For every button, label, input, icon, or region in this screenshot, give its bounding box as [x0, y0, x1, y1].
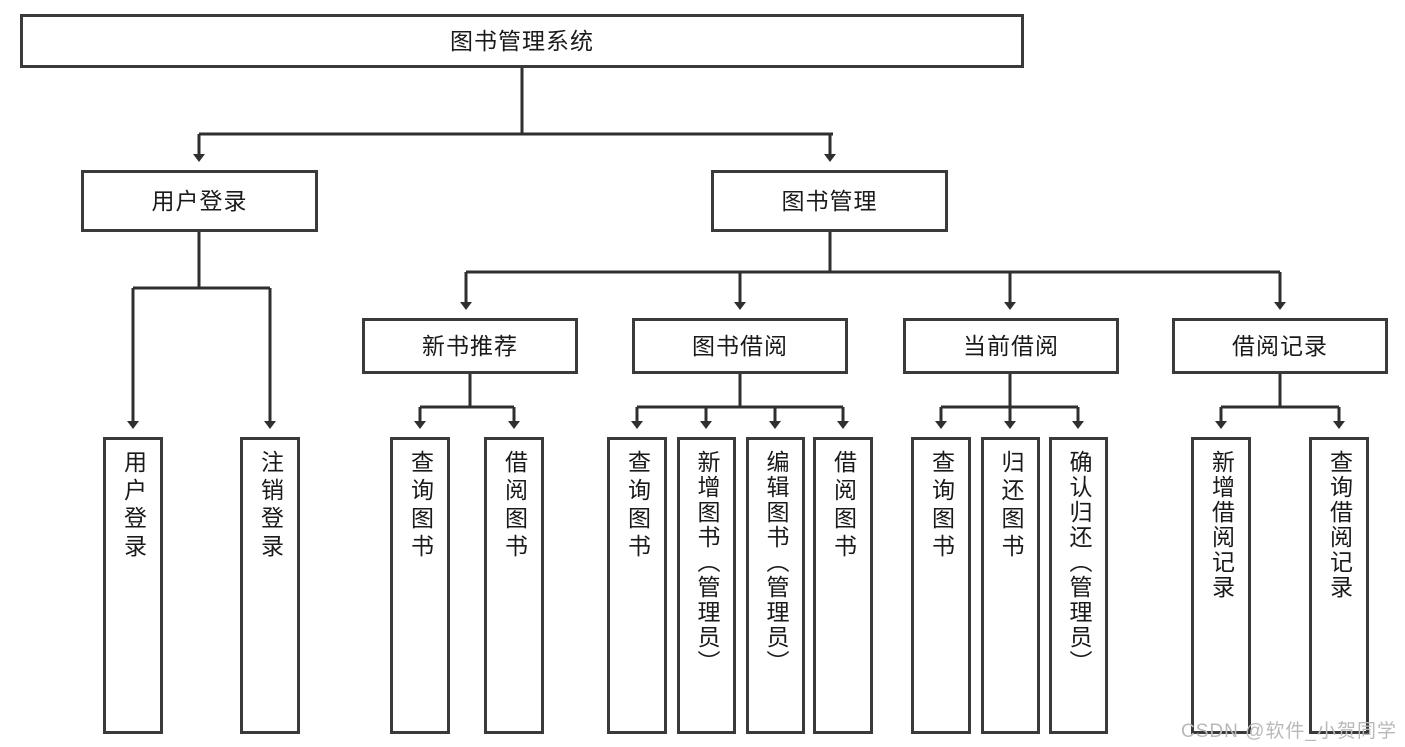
- leaf-user-login-login[interactable]: 用户登录: [103, 437, 163, 734]
- leaf-borrow-record-query[interactable]: 查询借阅记录: [1309, 437, 1369, 734]
- leaf-borrow-record-query-label: 查询借阅记录: [1326, 450, 1353, 600]
- leaf-borrow-record-add[interactable]: 新增借阅记录: [1191, 437, 1251, 734]
- leaf-new-book-query-label: 查询图书: [407, 450, 434, 562]
- leaf-current-borrow-confirm-label: 确认归还（管理员）: [1066, 450, 1092, 675]
- leaf-book-borrow-add-label: 新增图书（管理员）: [694, 450, 720, 675]
- leaf-book-borrow-query-label: 查询图书: [624, 450, 651, 562]
- node-book-management[interactable]: 图书管理: [711, 170, 948, 232]
- leaf-current-borrow-query-label: 查询图书: [928, 450, 955, 562]
- leaf-book-borrow-add[interactable]: 新增图书（管理员）: [677, 437, 736, 734]
- node-user-login-label: 用户登录: [151, 187, 248, 214]
- leaf-current-borrow-return[interactable]: 归还图书: [981, 437, 1040, 734]
- leaf-book-borrow-borrow-label: 借阅图书: [830, 450, 857, 562]
- node-new-book-recommend[interactable]: 新书推荐: [362, 318, 578, 374]
- node-current-borrow-label: 当前借阅: [963, 332, 1059, 359]
- node-root-label: 图书管理系统: [450, 27, 594, 54]
- node-borrow-record-label: 借阅记录: [1232, 332, 1328, 359]
- leaf-user-login-logout[interactable]: 注销登录: [240, 437, 300, 734]
- leaf-book-borrow-edit-label: 编辑图书（管理员）: [763, 450, 789, 675]
- leaf-user-login-logout-label: 注销登录: [257, 450, 284, 562]
- leaf-book-borrow-borrow[interactable]: 借阅图书: [813, 437, 873, 734]
- node-book-management-label: 图书管理: [781, 187, 878, 214]
- leaf-new-book-borrow-label: 借阅图书: [501, 450, 528, 562]
- node-user-login[interactable]: 用户登录: [81, 170, 318, 232]
- leaf-book-borrow-edit[interactable]: 编辑图书（管理员）: [746, 437, 805, 734]
- leaf-current-borrow-query[interactable]: 查询图书: [911, 437, 971, 734]
- node-book-borrow[interactable]: 图书借阅: [632, 318, 848, 374]
- node-borrow-record[interactable]: 借阅记录: [1172, 318, 1388, 374]
- leaf-current-borrow-confirm[interactable]: 确认归还（管理员）: [1049, 437, 1108, 734]
- leaf-new-book-query[interactable]: 查询图书: [390, 437, 450, 734]
- node-root[interactable]: 图书管理系统: [20, 14, 1024, 68]
- leaf-borrow-record-add-label: 新增借阅记录: [1208, 450, 1235, 600]
- leaf-user-login-login-label: 用户登录: [120, 450, 147, 562]
- leaf-book-borrow-query[interactable]: 查询图书: [607, 437, 667, 734]
- node-book-borrow-label: 图书借阅: [692, 332, 788, 359]
- leaf-new-book-borrow[interactable]: 借阅图书: [484, 437, 544, 734]
- node-current-borrow[interactable]: 当前借阅: [903, 318, 1119, 374]
- node-new-book-recommend-label: 新书推荐: [422, 332, 518, 359]
- leaf-current-borrow-return-label: 归还图书: [998, 450, 1024, 562]
